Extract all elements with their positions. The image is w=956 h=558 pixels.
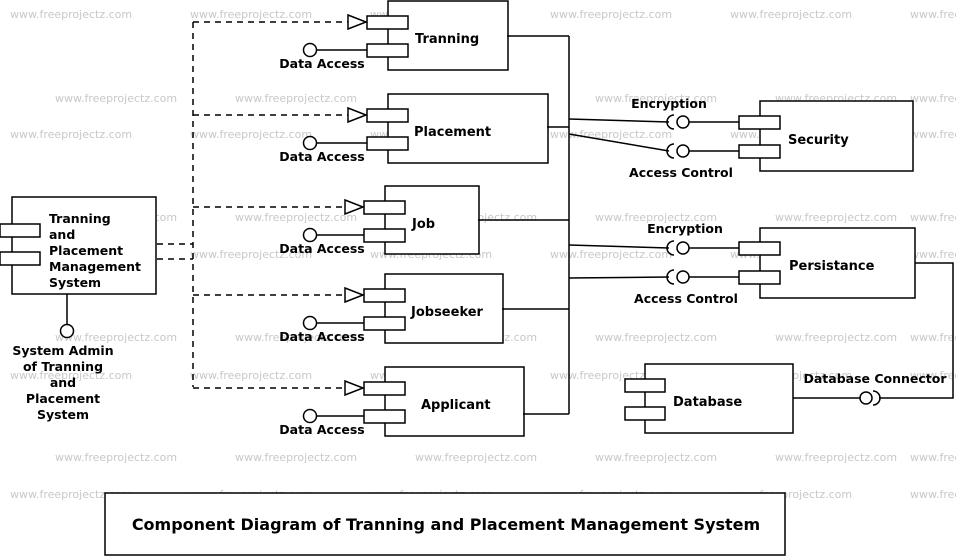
- watermark-text: www.freeprojectz.com: [55, 331, 177, 344]
- main-component-label-1: Tranning: [49, 211, 111, 226]
- watermark-text: www.freeprojectz.com: [910, 211, 956, 224]
- admin-label-5: System: [37, 407, 89, 422]
- diagram-title: Component Diagram of Tranning and Placem…: [132, 515, 760, 534]
- database-label: Database: [673, 395, 742, 410]
- watermark-text: www.freeprojectz.com: [595, 211, 717, 224]
- watermark-text: www.freeprojectz.com: [910, 451, 956, 464]
- bus-lines: [478, 35, 670, 415]
- watermark-text: www.freeprojectz.com: [235, 451, 357, 464]
- main-component-label-4: Management: [49, 259, 141, 274]
- module-name: Jobseeker: [410, 305, 484, 320]
- watermark-text: www.freeprojectz.com: [775, 211, 897, 224]
- dependency-arrow-icon: [347, 106, 369, 124]
- module-0: Data Access Tranning: [193, 0, 509, 71]
- watermark-text: www.freeprojectz.com: [910, 8, 956, 21]
- watermark-text: www.freeprojectz.com: [10, 488, 132, 501]
- database-connector-icon: [859, 391, 873, 405]
- data-access-interface-icon: [302, 42, 318, 58]
- watermark-text: www.freeprojectz.com: [775, 451, 897, 464]
- watermark-text: www.freeprojectz.com: [910, 128, 956, 141]
- module-3: Data Access Jobseeker: [193, 273, 504, 344]
- watermark-text: www.freeprojectz.com: [910, 331, 956, 344]
- dependency-arrow-icon: [347, 13, 369, 31]
- watermark-text: www.freeprojectz.com: [55, 92, 177, 105]
- module-1: Data Access Placement: [193, 93, 549, 164]
- watermark-text: www.freeprojectz.com: [10, 369, 132, 382]
- security-label: Security: [788, 133, 849, 148]
- admin-interface-icon: [59, 323, 75, 339]
- main-component-label-3: Placement: [49, 243, 123, 258]
- watermark-text: www.freeprojectz.com: [730, 8, 852, 21]
- watermark-text: www.freeprojectz.com: [190, 369, 312, 382]
- main-component: Tranning and Placement Management System…: [0, 196, 157, 422]
- security-component: Security Encryption Access Control: [629, 96, 914, 180]
- watermark-text: www.freeprojectz.com: [235, 92, 357, 105]
- database-component: Database Database Connector: [624, 363, 947, 434]
- title-box: Component Diagram of Tranning and Placem…: [104, 492, 786, 556]
- persistance-encryption-label: Encryption: [647, 221, 723, 236]
- watermark-text: www.freeprojectz.com: [595, 451, 717, 464]
- watermark-text: www.freeprojectz.com: [775, 331, 897, 344]
- watermark-text: www.freeprojectz.com: [910, 248, 956, 261]
- admin-label-2: of Tranning: [23, 359, 103, 374]
- security-access-control-label: Access Control: [629, 165, 733, 180]
- watermark-text: www.freeprojectz.com: [10, 128, 132, 141]
- module-name: Job: [411, 217, 435, 232]
- watermark-text: www.freeprojectz.com: [550, 128, 672, 141]
- data-access-label: Data Access: [279, 56, 364, 71]
- access-control-interface-icon: [676, 144, 690, 158]
- data-access-label: Data Access: [279, 329, 364, 344]
- data-access-label: Data Access: [279, 149, 364, 164]
- watermark-text: www.freeprojectz.com: [595, 92, 717, 105]
- dependency-lines: [157, 22, 194, 387]
- watermark-text: www.freeprojectz.com: [910, 488, 956, 501]
- data-access-interface-icon: [302, 135, 318, 151]
- admin-label-3: and: [50, 375, 76, 390]
- encryption-interface-icon: [676, 115, 690, 129]
- persistance-access-control-icon: [676, 270, 690, 284]
- dependency-arrow-icon: [344, 198, 366, 216]
- watermark-text: www.freeprojectz.com: [190, 248, 312, 261]
- watermark-text: www.freeprojectz.com: [910, 92, 956, 105]
- security-encryption-label: Encryption: [631, 96, 707, 111]
- data-access-interface-icon: [302, 227, 318, 243]
- watermark-text: www.freeprojectz.com: [10, 8, 132, 21]
- watermark-text: www.freeprojectz.com: [550, 248, 672, 261]
- dependency-arrow-icon: [344, 379, 366, 397]
- watermark-text: www.freeprojectz.com: [235, 331, 357, 344]
- watermark-text: www.freeprojectz.com: [55, 451, 177, 464]
- watermark-text: www.freeprojectz.com: [190, 128, 312, 141]
- database-connector-label: Database Connector: [803, 371, 947, 386]
- watermark-text: www.freeprojectz.com: [235, 211, 357, 224]
- module-2: Data Access Job: [193, 185, 480, 256]
- dependency-arrow-icon: [344, 286, 366, 304]
- data-access-interface-icon: [302, 408, 318, 424]
- module-name: Placement: [414, 125, 491, 140]
- persistance-access-control-label: Access Control: [634, 291, 738, 306]
- data-access-label: Data Access: [279, 241, 364, 256]
- admin-label-1: System Admin: [12, 343, 113, 358]
- watermark-text: www.freeprojectz.com: [415, 451, 537, 464]
- admin-label-4: Placement: [26, 391, 100, 406]
- main-component-label-2: and: [49, 227, 75, 242]
- data-access-label: Data Access: [279, 422, 364, 437]
- persistance-encryption-icon: [676, 241, 690, 255]
- watermark-text: www.freeprojectz.com: [910, 369, 956, 382]
- watermark-text: www.freeprojectz.com: [190, 8, 312, 21]
- data-access-interface-icon: [302, 315, 318, 331]
- persistance-component: Persistance Encryption Access Control: [634, 221, 954, 399]
- main-component-label-5: System: [49, 275, 101, 290]
- module-name: Applicant: [421, 398, 491, 413]
- persistance-label: Persistance: [789, 259, 875, 274]
- module-4: Data Access Applicant: [193, 366, 525, 437]
- watermark-text: www.freeprojectz.com: [550, 8, 672, 21]
- module-name: Tranning: [415, 32, 479, 47]
- watermark-text: www.freeprojectz.com: [595, 331, 717, 344]
